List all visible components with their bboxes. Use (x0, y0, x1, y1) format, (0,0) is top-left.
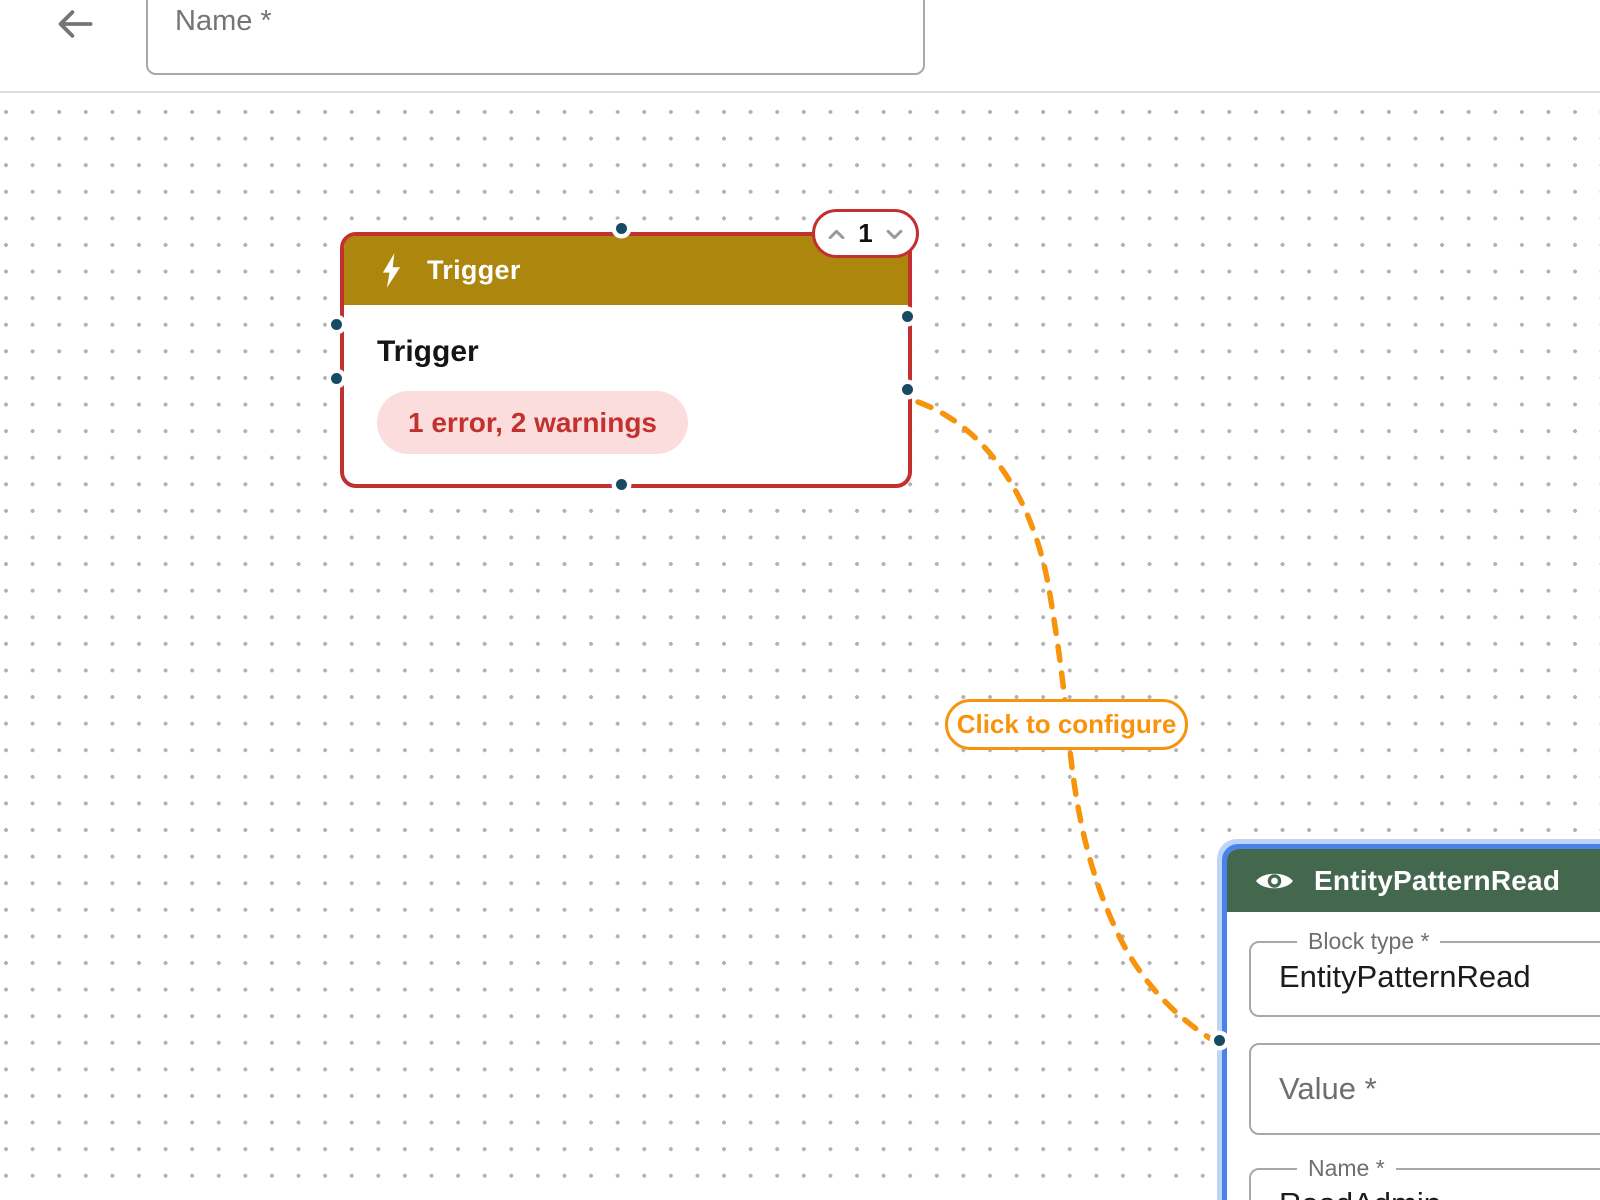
connection-handle-left-2[interactable] (327, 369, 346, 388)
name-field-value: ReadAdmin (1279, 1182, 1600, 1200)
trigger-header-title: Trigger (427, 255, 521, 285)
back-button[interactable] (50, 2, 98, 46)
entity-header-title: EntityPatternRead (1314, 864, 1561, 896)
node-counter-stepper[interactable]: 1 (812, 209, 919, 258)
name-input-label: Name * (175, 5, 272, 37)
entity-pattern-read-node[interactable]: EntityPatternRead Block type * EntityPat… (1217, 839, 1600, 1200)
connection-handle-entity-left[interactable] (1210, 1031, 1229, 1050)
eye-icon (1256, 873, 1293, 888)
chevron-up-icon[interactable] (828, 229, 845, 239)
block-type-value: EntityPatternRead (1279, 959, 1531, 994)
entity-node-body: Block type * EntityPatternRead Value * N… (1227, 912, 1600, 1200)
click-to-configure-pill[interactable]: Click to configure (945, 699, 1188, 750)
arrow-left-icon (58, 10, 92, 38)
trigger-node-title: Trigger (377, 335, 479, 368)
counter-value: 1 (858, 218, 873, 248)
top-bar: Name * (0, 0, 1600, 93)
connection-handle-right-1[interactable] (898, 307, 917, 326)
error-warning-badge: 1 error, 2 warnings (377, 391, 688, 454)
name-field[interactable]: Name * ReadAdmin (1249, 1155, 1600, 1200)
connection-handle-left-1[interactable] (327, 315, 346, 334)
connection-handle-top[interactable] (612, 219, 631, 238)
trigger-node-body: Trigger 1 error, 2 warnings (344, 305, 908, 454)
value-field-label: Value * (1279, 1071, 1377, 1106)
block-type-field[interactable]: Block type * EntityPatternRead (1249, 928, 1600, 1017)
lightning-bolt-icon (382, 253, 401, 288)
chevron-down-icon[interactable] (886, 229, 903, 239)
name-field-label: Name * (1308, 1155, 1385, 1181)
click-to-configure-label: Click to configure (956, 709, 1177, 739)
entity-node-card: EntityPatternRead Block type * EntityPat… (1222, 844, 1600, 1200)
trigger-node[interactable]: Trigger Trigger 1 error, 2 warnings (340, 232, 912, 488)
connection-handle-bottom[interactable] (612, 475, 631, 494)
connection-handle-right-2[interactable] (898, 380, 917, 399)
entity-node-header[interactable]: EntityPatternRead (1227, 849, 1600, 912)
value-field[interactable]: Value * (1249, 1043, 1600, 1135)
trigger-node-header[interactable]: Trigger (344, 236, 908, 305)
block-type-label: Block type * (1308, 928, 1430, 954)
name-input[interactable]: Name * (146, 0, 925, 75)
